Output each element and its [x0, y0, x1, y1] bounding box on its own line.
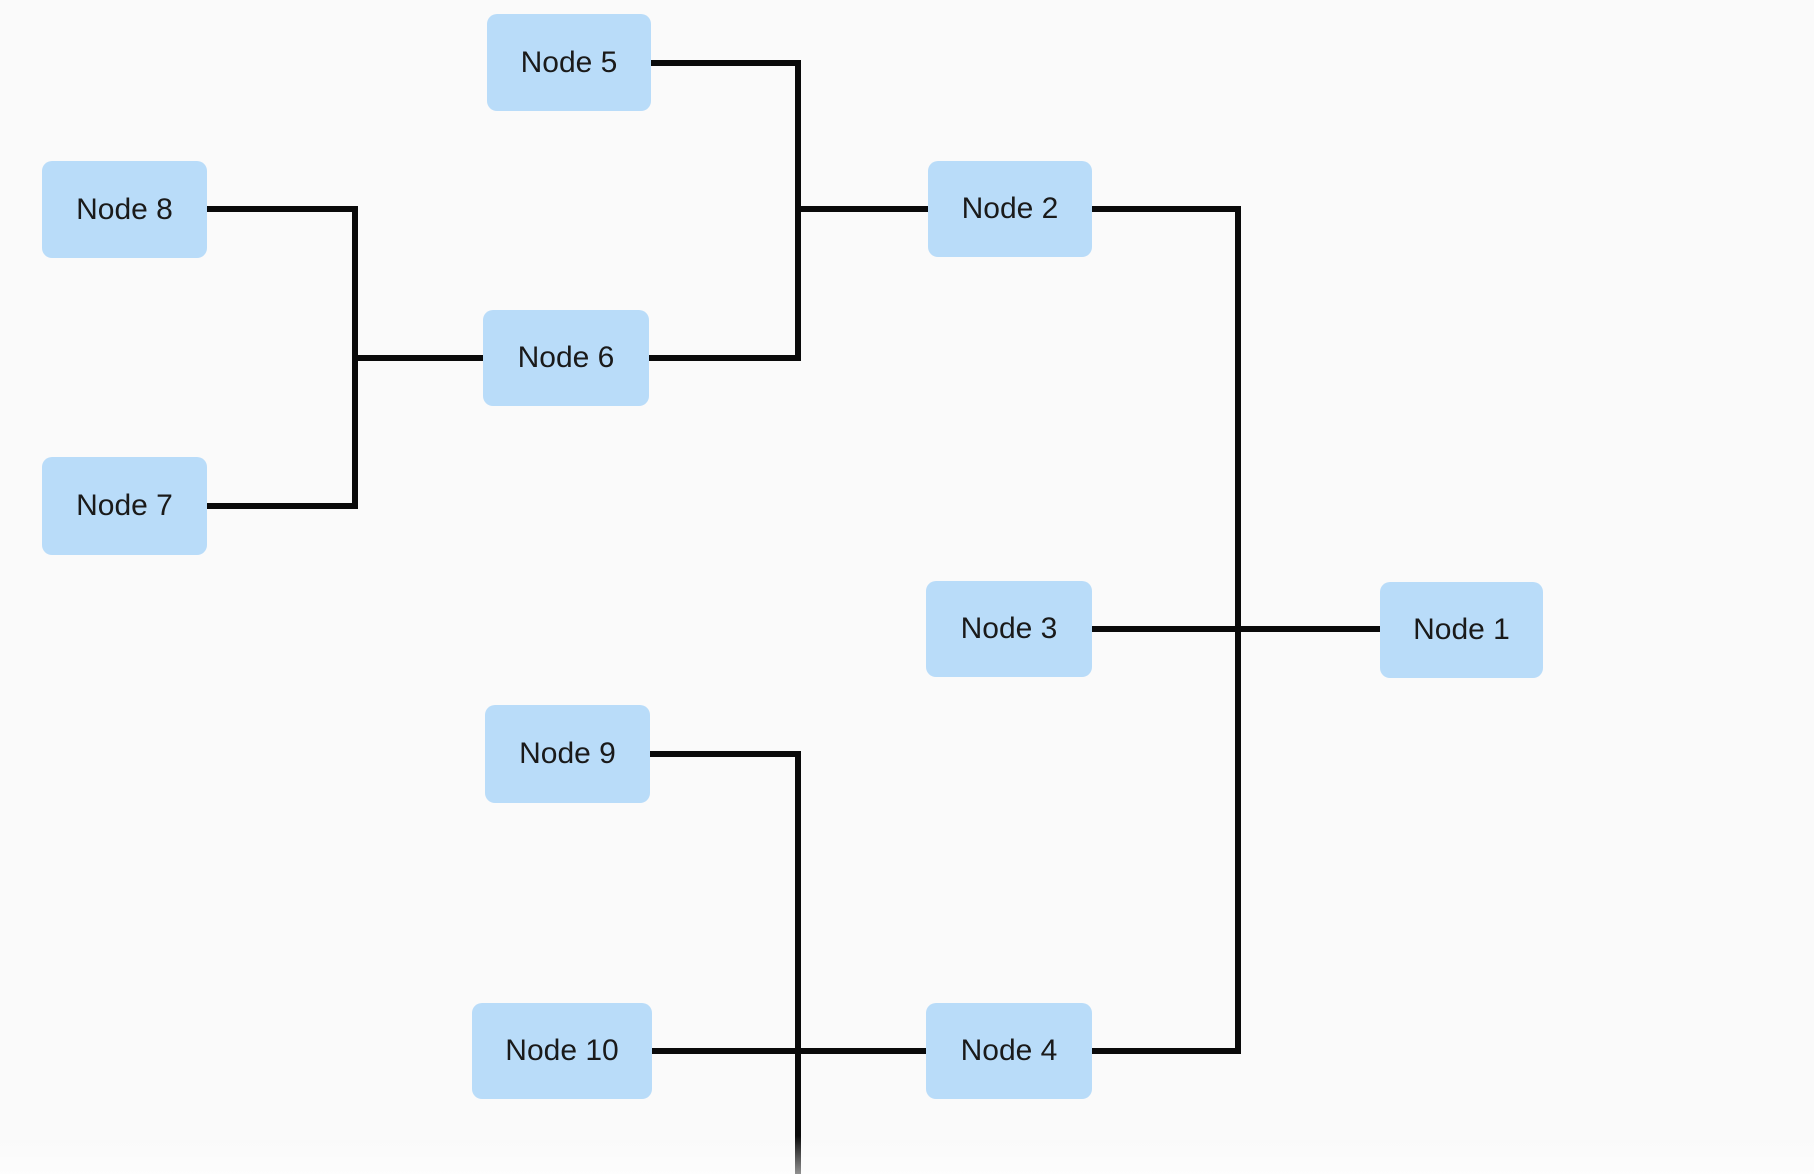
graph-node-label: Node 3 — [960, 612, 1058, 645]
graph-node-label: Node 10 — [505, 1034, 619, 1067]
edge-segment — [207, 206, 358, 212]
edge-segment — [1092, 206, 1241, 212]
graph-node-1[interactable]: Node 1 — [1380, 582, 1543, 678]
edge-segment — [207, 503, 358, 509]
graph-node-3[interactable]: Node 3 — [926, 581, 1092, 677]
graph-node-6[interactable]: Node 6 — [483, 310, 649, 406]
graph-node-5[interactable]: Node 5 — [487, 14, 651, 111]
graph-node-2[interactable]: Node 2 — [928, 161, 1092, 257]
graph-node-label: Node 9 — [519, 737, 616, 770]
edge-segment — [649, 355, 801, 361]
graph-node-label: Node 2 — [961, 192, 1059, 225]
bottom-fade — [0, 1136, 1814, 1174]
graph-node-9[interactable]: Node 9 — [485, 705, 650, 803]
graph-node-label: Node 6 — [517, 341, 615, 374]
edge-segment — [650, 60, 801, 66]
edge-segment — [355, 355, 483, 361]
edge-segment — [650, 751, 801, 757]
graph-node-10[interactable]: Node 10 — [472, 1003, 652, 1099]
graph-node-8[interactable]: Node 8 — [42, 161, 207, 258]
edge-segment — [798, 206, 928, 212]
edge-segment — [1092, 626, 1380, 632]
graph-node-label: Node 1 — [1413, 613, 1510, 646]
edge-segment — [1092, 1048, 1241, 1054]
graph-node-label: Node 4 — [960, 1034, 1058, 1067]
graph-node-label: Node 5 — [520, 45, 618, 79]
graph-node-label: Node 7 — [76, 489, 173, 522]
graph-node-label: Node 8 — [76, 192, 173, 226]
graph-node-7[interactable]: Node 7 — [42, 457, 207, 555]
edge-segment — [795, 751, 801, 1174]
edge-segment — [652, 1048, 926, 1054]
graph-node-4[interactable]: Node 4 — [926, 1003, 1092, 1099]
